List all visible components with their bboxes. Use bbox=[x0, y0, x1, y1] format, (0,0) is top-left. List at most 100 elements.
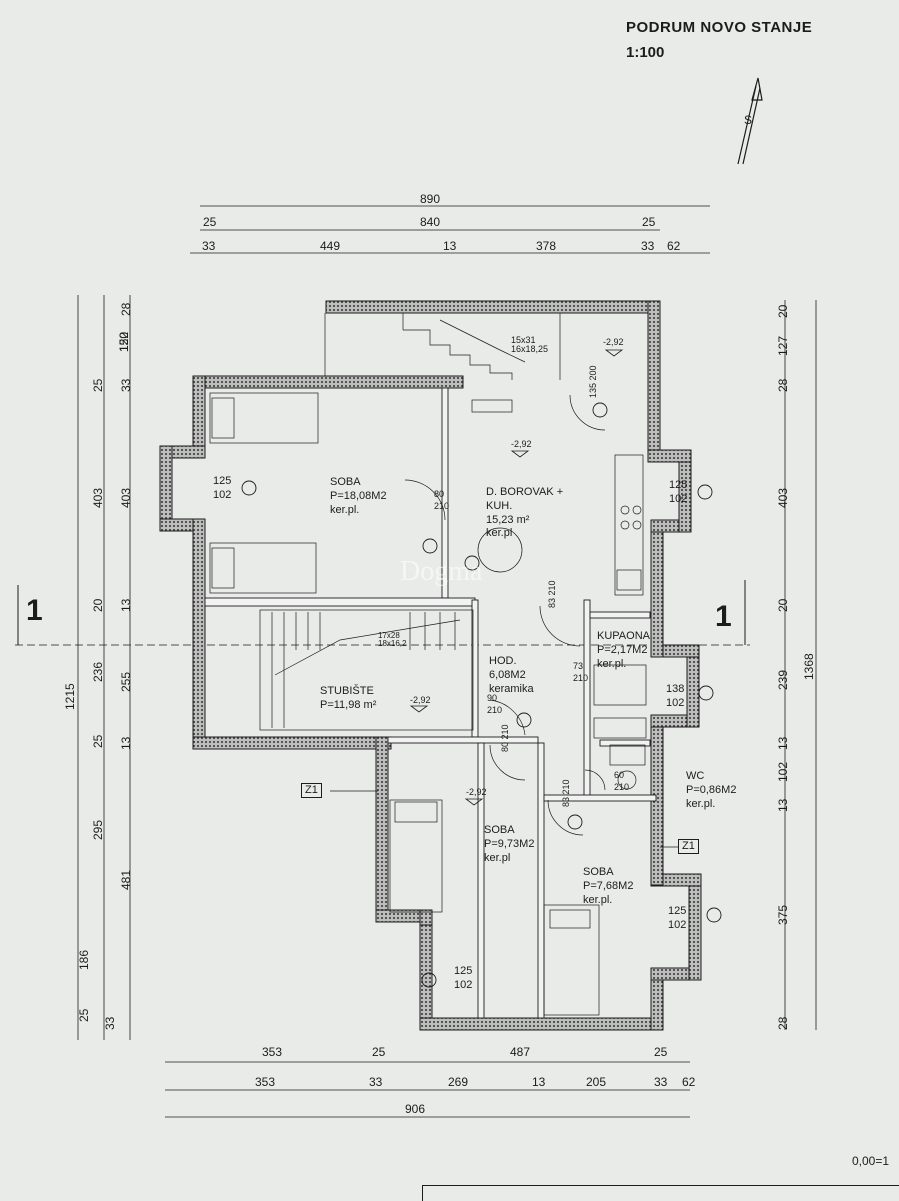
watermark-logo: Dogma bbox=[400, 556, 483, 587]
dim-right-a6: 13 bbox=[776, 736, 790, 750]
dim-left-a4: 20 bbox=[91, 598, 105, 612]
dim-left-a7: 295 bbox=[91, 819, 105, 840]
door-8: 135 200 bbox=[588, 365, 598, 398]
dim-top-r3-a: 33 bbox=[202, 239, 216, 253]
dim-top-r3-f: 62 bbox=[667, 239, 681, 253]
dim-right-a10: 28 bbox=[776, 1016, 790, 1030]
dim-left-b0: 122 bbox=[117, 331, 131, 352]
dim-total-bottom: 906 bbox=[405, 1102, 426, 1116]
level-outer: -2,92 bbox=[603, 337, 624, 347]
dim-bot-r1-c: 487 bbox=[510, 1045, 531, 1059]
door-6: 83 210 bbox=[561, 779, 571, 807]
dim-right-total: 1368 bbox=[802, 653, 816, 680]
north-label: S bbox=[744, 113, 753, 127]
window-markers bbox=[241, 402, 722, 988]
outer-stair bbox=[324, 313, 561, 380]
level-markers bbox=[409, 349, 624, 806]
dim-left-b3: 13 bbox=[119, 598, 133, 612]
dim-right-a9: 375 bbox=[776, 904, 790, 925]
level-kitchen: -2,92 bbox=[511, 439, 532, 449]
door-4: 83 210 bbox=[547, 580, 557, 608]
dim-bot-r2-d: 13 bbox=[532, 1075, 546, 1089]
inner-stair-label: 17x28 18x16,2 bbox=[378, 631, 407, 648]
furniture bbox=[209, 392, 647, 1016]
section-mark-left: 1 bbox=[26, 594, 43, 627]
top-dimension-lines bbox=[190, 205, 710, 254]
north-arrow-icon bbox=[737, 77, 763, 165]
drawing-scale: 1:100 bbox=[626, 44, 665, 61]
room-soba-2: SOBA P=9,73M2 ker.pl bbox=[484, 824, 535, 864]
dim-bot-r2-c: 269 bbox=[448, 1075, 469, 1089]
dim-top-r3-e: 33 bbox=[641, 239, 655, 253]
dim-bot-r1-b: 25 bbox=[372, 1045, 386, 1059]
dim-top-r3-c: 13 bbox=[443, 239, 457, 253]
room-wc: WC P=0,86M2 ker.pl. bbox=[686, 770, 737, 810]
interior-walls bbox=[204, 387, 657, 1019]
dim-bot-r2-f: 33 bbox=[654, 1075, 668, 1089]
level-stair: -2,92 bbox=[410, 695, 431, 705]
dim-left-a9: 25 bbox=[77, 1008, 91, 1022]
footer-reference: 0,00=1 bbox=[852, 1154, 890, 1168]
bottom-dimension-lines bbox=[165, 1061, 690, 1118]
dim-left-a5: 236 bbox=[91, 661, 105, 682]
dim-right-a5: 239 bbox=[776, 669, 790, 690]
door-swings bbox=[404, 394, 606, 836]
dim-bot-r1-a: 353 bbox=[262, 1045, 283, 1059]
dim-right-a2: 28 bbox=[776, 378, 790, 392]
room-kitchen: D. BOROVAK + KUH. 15,23 m² ker.pl bbox=[486, 486, 564, 540]
dim-left-b6: 481 bbox=[119, 869, 133, 890]
dim-bot-r1-d: 25 bbox=[654, 1045, 668, 1059]
dim-bot-r2-b: 33 bbox=[369, 1075, 383, 1089]
dim-left-total: 1215 bbox=[63, 683, 77, 710]
tag-z1-left: Z1 bbox=[301, 783, 322, 798]
room-kupaona: KUPAONA P=2,17M2 ker.pl. bbox=[597, 630, 650, 670]
side-dimension-lines bbox=[77, 295, 817, 1040]
dim-bot-r2-a: 353 bbox=[255, 1075, 276, 1089]
title-block-edge bbox=[422, 1185, 899, 1201]
dim-top-r3-d: 378 bbox=[536, 239, 557, 253]
dim-bot-r2-e: 205 bbox=[586, 1075, 607, 1089]
dim-left-a2: 25 bbox=[91, 378, 105, 392]
dim-left-b1: 33 bbox=[119, 378, 133, 392]
dim-right-a7: 102 bbox=[776, 761, 790, 782]
dim-top-r3-b: 449 bbox=[320, 239, 341, 253]
dim-bot-r2-g: 62 bbox=[682, 1075, 696, 1089]
room-soba-1: SOBA P=18,08M2 ker.pl. bbox=[330, 476, 387, 516]
dim-total-top: 890 bbox=[420, 192, 441, 206]
dim-left-a6: 25 bbox=[91, 734, 105, 748]
level-hall: -2,92 bbox=[466, 787, 487, 797]
dim-left-b5: 13 bbox=[119, 736, 133, 750]
dim-right-a4: 20 bbox=[776, 598, 790, 612]
tag-z1-right: Z1 bbox=[678, 839, 699, 854]
dim-left-b4: 255 bbox=[119, 671, 133, 692]
dim-right-a8: 13 bbox=[776, 798, 790, 812]
outer-stair-label: 15x31 16x18,25 bbox=[511, 335, 549, 354]
exterior-walls bbox=[159, 300, 702, 1031]
room-soba-3: SOBA P=7,68M2 ker.pl. bbox=[583, 866, 634, 906]
dim-left-b7: 33 bbox=[103, 1016, 117, 1030]
room-stubiste: STUBIŠTE P=11,98 m² bbox=[320, 685, 377, 711]
dim-right-a3: 403 bbox=[776, 487, 790, 508]
drawing-title: PODRUM NOVO STANJE bbox=[626, 19, 813, 36]
dim-left-a0: 28 bbox=[119, 302, 133, 316]
dim-right-a0: 20 bbox=[776, 304, 790, 318]
dim-top-r2-a: 25 bbox=[203, 215, 217, 229]
room-hod: HOD. 6,08M2 keramika bbox=[489, 655, 534, 695]
dim-left-a3: 403 bbox=[91, 487, 105, 508]
section-mark-right: 1 bbox=[715, 600, 732, 633]
dim-right-a1: 127 bbox=[776, 335, 790, 356]
dim-left-b2: 403 bbox=[119, 487, 133, 508]
dim-left-a8: 186 bbox=[77, 949, 91, 970]
dim-top-r2-b: 840 bbox=[420, 215, 441, 229]
door-5: 80 210 bbox=[500, 724, 510, 752]
inner-stair bbox=[259, 609, 474, 731]
